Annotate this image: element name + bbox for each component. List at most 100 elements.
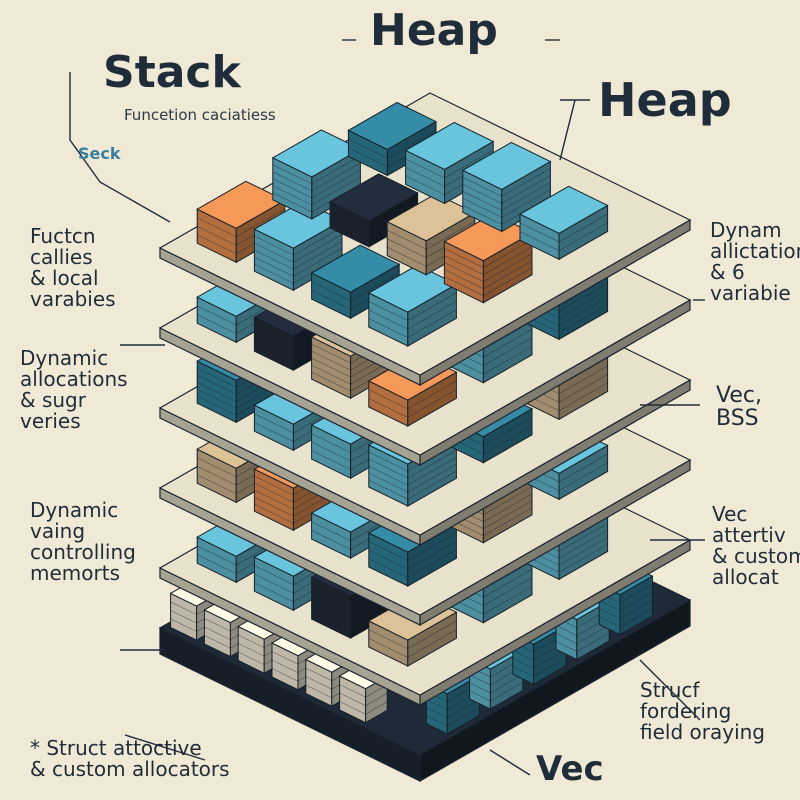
layer-4-block-4-slat	[272, 178, 312, 199]
base-crate-5-slat	[339, 701, 366, 715]
layer-4-block-7-slat	[483, 267, 533, 296]
layer-2-block-3-slat	[407, 456, 457, 486]
layer-4-block-3-slat	[407, 292, 457, 321]
layer-2-block-3-slat	[407, 470, 457, 500]
layer-3-block-11-slat	[558, 304, 608, 333]
layer-1-block-11-slat	[558, 462, 608, 491]
layer-0-block-1-slat	[254, 565, 294, 585]
layer-0-block-3-slat	[368, 629, 408, 650]
layer-4-block-5-slat	[329, 210, 370, 230]
layer-2-block-11-slat	[558, 365, 608, 395]
layer-0-block-0-slat	[197, 554, 237, 574]
layer-1-block-0-slat	[197, 457, 237, 478]
layer-0-block-11-slat	[558, 523, 608, 552]
layer-1-block-2-slat	[311, 530, 351, 550]
layer-3-block-2-slat	[311, 364, 351, 385]
layer-2-block-11-slat	[558, 374, 608, 403]
layer-4-block-11-slat	[519, 222, 560, 243]
layer-0-block-11-slat	[558, 530, 608, 559]
base-column-3-slat	[576, 624, 610, 644]
layer-4-block-1-slat	[254, 256, 294, 277]
layer-4-block-7-slat	[444, 248, 484, 268]
layer-2-block-3-slat	[368, 458, 408, 479]
layer-4-block-10-slat	[462, 198, 502, 218]
layer-4-block-1-slat	[293, 234, 343, 263]
layer-4-block-7-slat	[483, 246, 533, 275]
base-crate-2-slat	[238, 651, 265, 665]
layer-4-block-7-slat	[444, 262, 484, 282]
layer-2-block-7-slat	[483, 425, 533, 455]
layer-4-block-11-top	[518, 185, 609, 234]
layer-2-block-1-slat	[254, 413, 294, 434]
layer-4-block-4-slat	[272, 185, 312, 206]
base-column-1-slat	[469, 682, 491, 694]
base-crate-1-slat	[204, 626, 231, 640]
layer-3-block-7-slat	[483, 346, 533, 375]
layer-0-block-3-slat	[407, 620, 457, 650]
layer-2-block-3-slat	[407, 449, 457, 479]
layer-4-block-7-slat	[444, 269, 484, 289]
layer-4-block-8-slat	[348, 138, 388, 159]
layer-4-block-10-slat	[501, 182, 551, 211]
base-crate-4-slat	[305, 684, 332, 698]
layer-4-block-2-slat	[311, 290, 351, 310]
layer-4-block-9-slat	[444, 149, 494, 179]
layer-1-block-3-slat	[368, 558, 408, 578]
layer-1-block-1-slat	[254, 482, 294, 503]
layer-1-block-3-slat	[368, 549, 408, 570]
base-crate-0-slat	[170, 610, 197, 624]
base-column-3-slat	[555, 633, 577, 644]
layer-1-block-1-slat	[254, 475, 294, 496]
base-crate-4-slat	[305, 667, 332, 681]
layer-2-block-2-slat	[311, 450, 351, 470]
layer-3-block-1-slat	[254, 333, 294, 354]
layer-1-block-1-slat	[254, 496, 294, 517]
layer-0-block-2-slat	[311, 611, 351, 632]
layer-4-block-9-top	[404, 121, 495, 170]
layer-4-block-2-slat	[350, 272, 400, 302]
layer-4-block-9-slat	[405, 158, 445, 179]
layer-2-block-3-slat	[368, 479, 408, 500]
label-dynamic-varing: Dynamic vaing controlling memorts	[30, 498, 136, 585]
stack-title: Stack	[103, 47, 241, 98]
layer-0-block-2-slat	[311, 590, 351, 611]
layer-4-block-0-slat	[197, 225, 237, 246]
base-column-0-slat	[447, 698, 480, 719]
layer-4-block-4-slat	[272, 171, 312, 192]
callout-line-heap-drop	[559, 99, 576, 161]
base-crate-5-slat	[365, 701, 388, 715]
layer-4-block-1-slat	[293, 227, 343, 256]
heap-title-right: Heap	[598, 73, 732, 127]
layer-4-block-10-slat	[501, 175, 551, 204]
layer-3-block-3-slat	[407, 380, 457, 410]
base-crate-3-slat	[271, 659, 299, 673]
layer-3-block-3-slat	[368, 389, 408, 410]
layer-1-block-3-slat	[407, 532, 457, 561]
layer-2-block-0-slat	[197, 395, 237, 416]
callout-line-vec-bottom	[489, 749, 531, 776]
layer-4-block-10-slat	[462, 177, 502, 197]
layer-0-block-3-slat	[407, 629, 457, 658]
layer-2-block-2-slat	[311, 441, 351, 462]
layer-0-block-0-slat	[197, 545, 237, 566]
layer-0-block-7-slat	[483, 577, 533, 606]
layer-4-block-7-slat	[483, 260, 533, 289]
layer-4-block-7-slat	[483, 239, 533, 268]
layer-2-block-0-slat	[197, 381, 237, 402]
layer-4-block-4-slat	[311, 176, 361, 206]
layer-2-block-3-slat	[368, 451, 408, 472]
layer-3-block-11-slat	[558, 290, 608, 319]
layer-2-block-2-slat	[311, 433, 351, 453]
base-column-2-slat	[512, 665, 534, 677]
layer-4-block-1-slat	[254, 242, 294, 263]
layer-1-block-1-slat	[254, 503, 294, 524]
base-column-0-slat	[426, 715, 448, 727]
base-crate-5-slat	[365, 693, 388, 706]
layer-3-block-2-slat	[311, 343, 351, 364]
base-column-4-slat	[619, 599, 653, 619]
base-crate-1-slat	[204, 618, 231, 632]
base-column-2-slat	[512, 657, 534, 669]
layer-4-block-5-slat	[368, 201, 418, 230]
layer-1-block-0-slat	[197, 474, 237, 495]
layer-2-block-3-slat	[368, 472, 408, 493]
